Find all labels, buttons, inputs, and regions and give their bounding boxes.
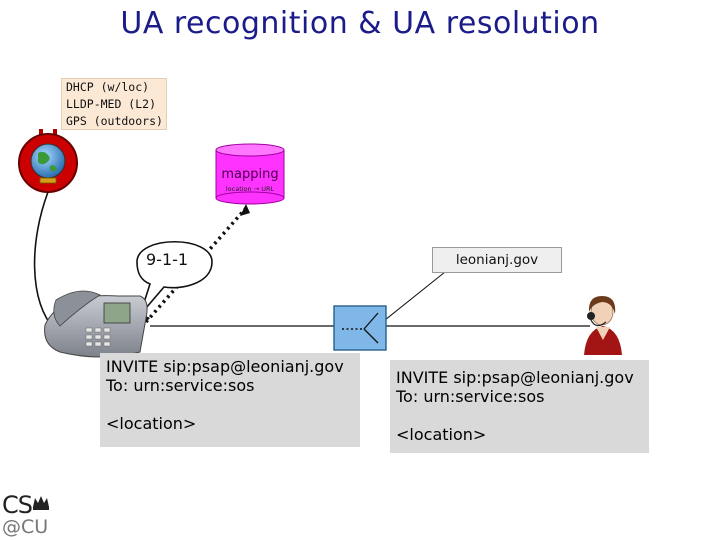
mapping-label: mapping	[221, 167, 279, 182]
call-taker-icon	[584, 296, 622, 355]
invite-request-line: INVITE sip:psap@leonianj.gov	[396, 368, 634, 387]
emergency-number: 9-1-1	[146, 250, 189, 269]
location-methods-box: DHCP (w/loc) LLDP-MED (L2) GPS (outdoors…	[61, 78, 167, 130]
sip-proxy-router-icon	[333, 305, 387, 351]
ip-phone-icon	[44, 290, 148, 358]
invite-request-line: INVITE sip:psap@leonianj.gov	[106, 357, 344, 376]
mapping-sublabel: location → URL	[225, 185, 275, 193]
location-link-curve	[33, 191, 56, 331]
emergency-speech-bubble	[136, 240, 213, 316]
psap-domain-box: leonianj.gov	[432, 247, 562, 273]
crown-logo-icon	[33, 496, 49, 510]
sip-invite-box-left: INVITE sip:psap@leonianj.gov To: urn:ser…	[100, 353, 360, 447]
location-method-gps: GPS (outdoors)	[66, 114, 163, 128]
invite-location-body: <location>	[106, 414, 197, 433]
slide-title: UA recognition & UA resolution	[120, 6, 600, 41]
logo-bottom-text: @CU	[2, 516, 49, 538]
mapping-database-icon	[215, 143, 285, 205]
location-method-dhcp: DHCP (w/loc)	[66, 80, 150, 94]
location-method-lldp: LLDP-MED (L2)	[66, 97, 157, 111]
sip-invite-box-right: INVITE sip:psap@leonianj.gov To: urn:ser…	[390, 360, 649, 453]
invite-to-header: To: urn:service:sos	[106, 376, 255, 395]
logo-top-text: CS	[2, 491, 33, 519]
gps-globe-icon	[18, 129, 78, 193]
cs-columbia-logo: CS @CU	[2, 492, 48, 538]
invite-to-header: To: urn:service:sos	[396, 387, 545, 406]
invite-location-body: <location>	[396, 425, 487, 444]
